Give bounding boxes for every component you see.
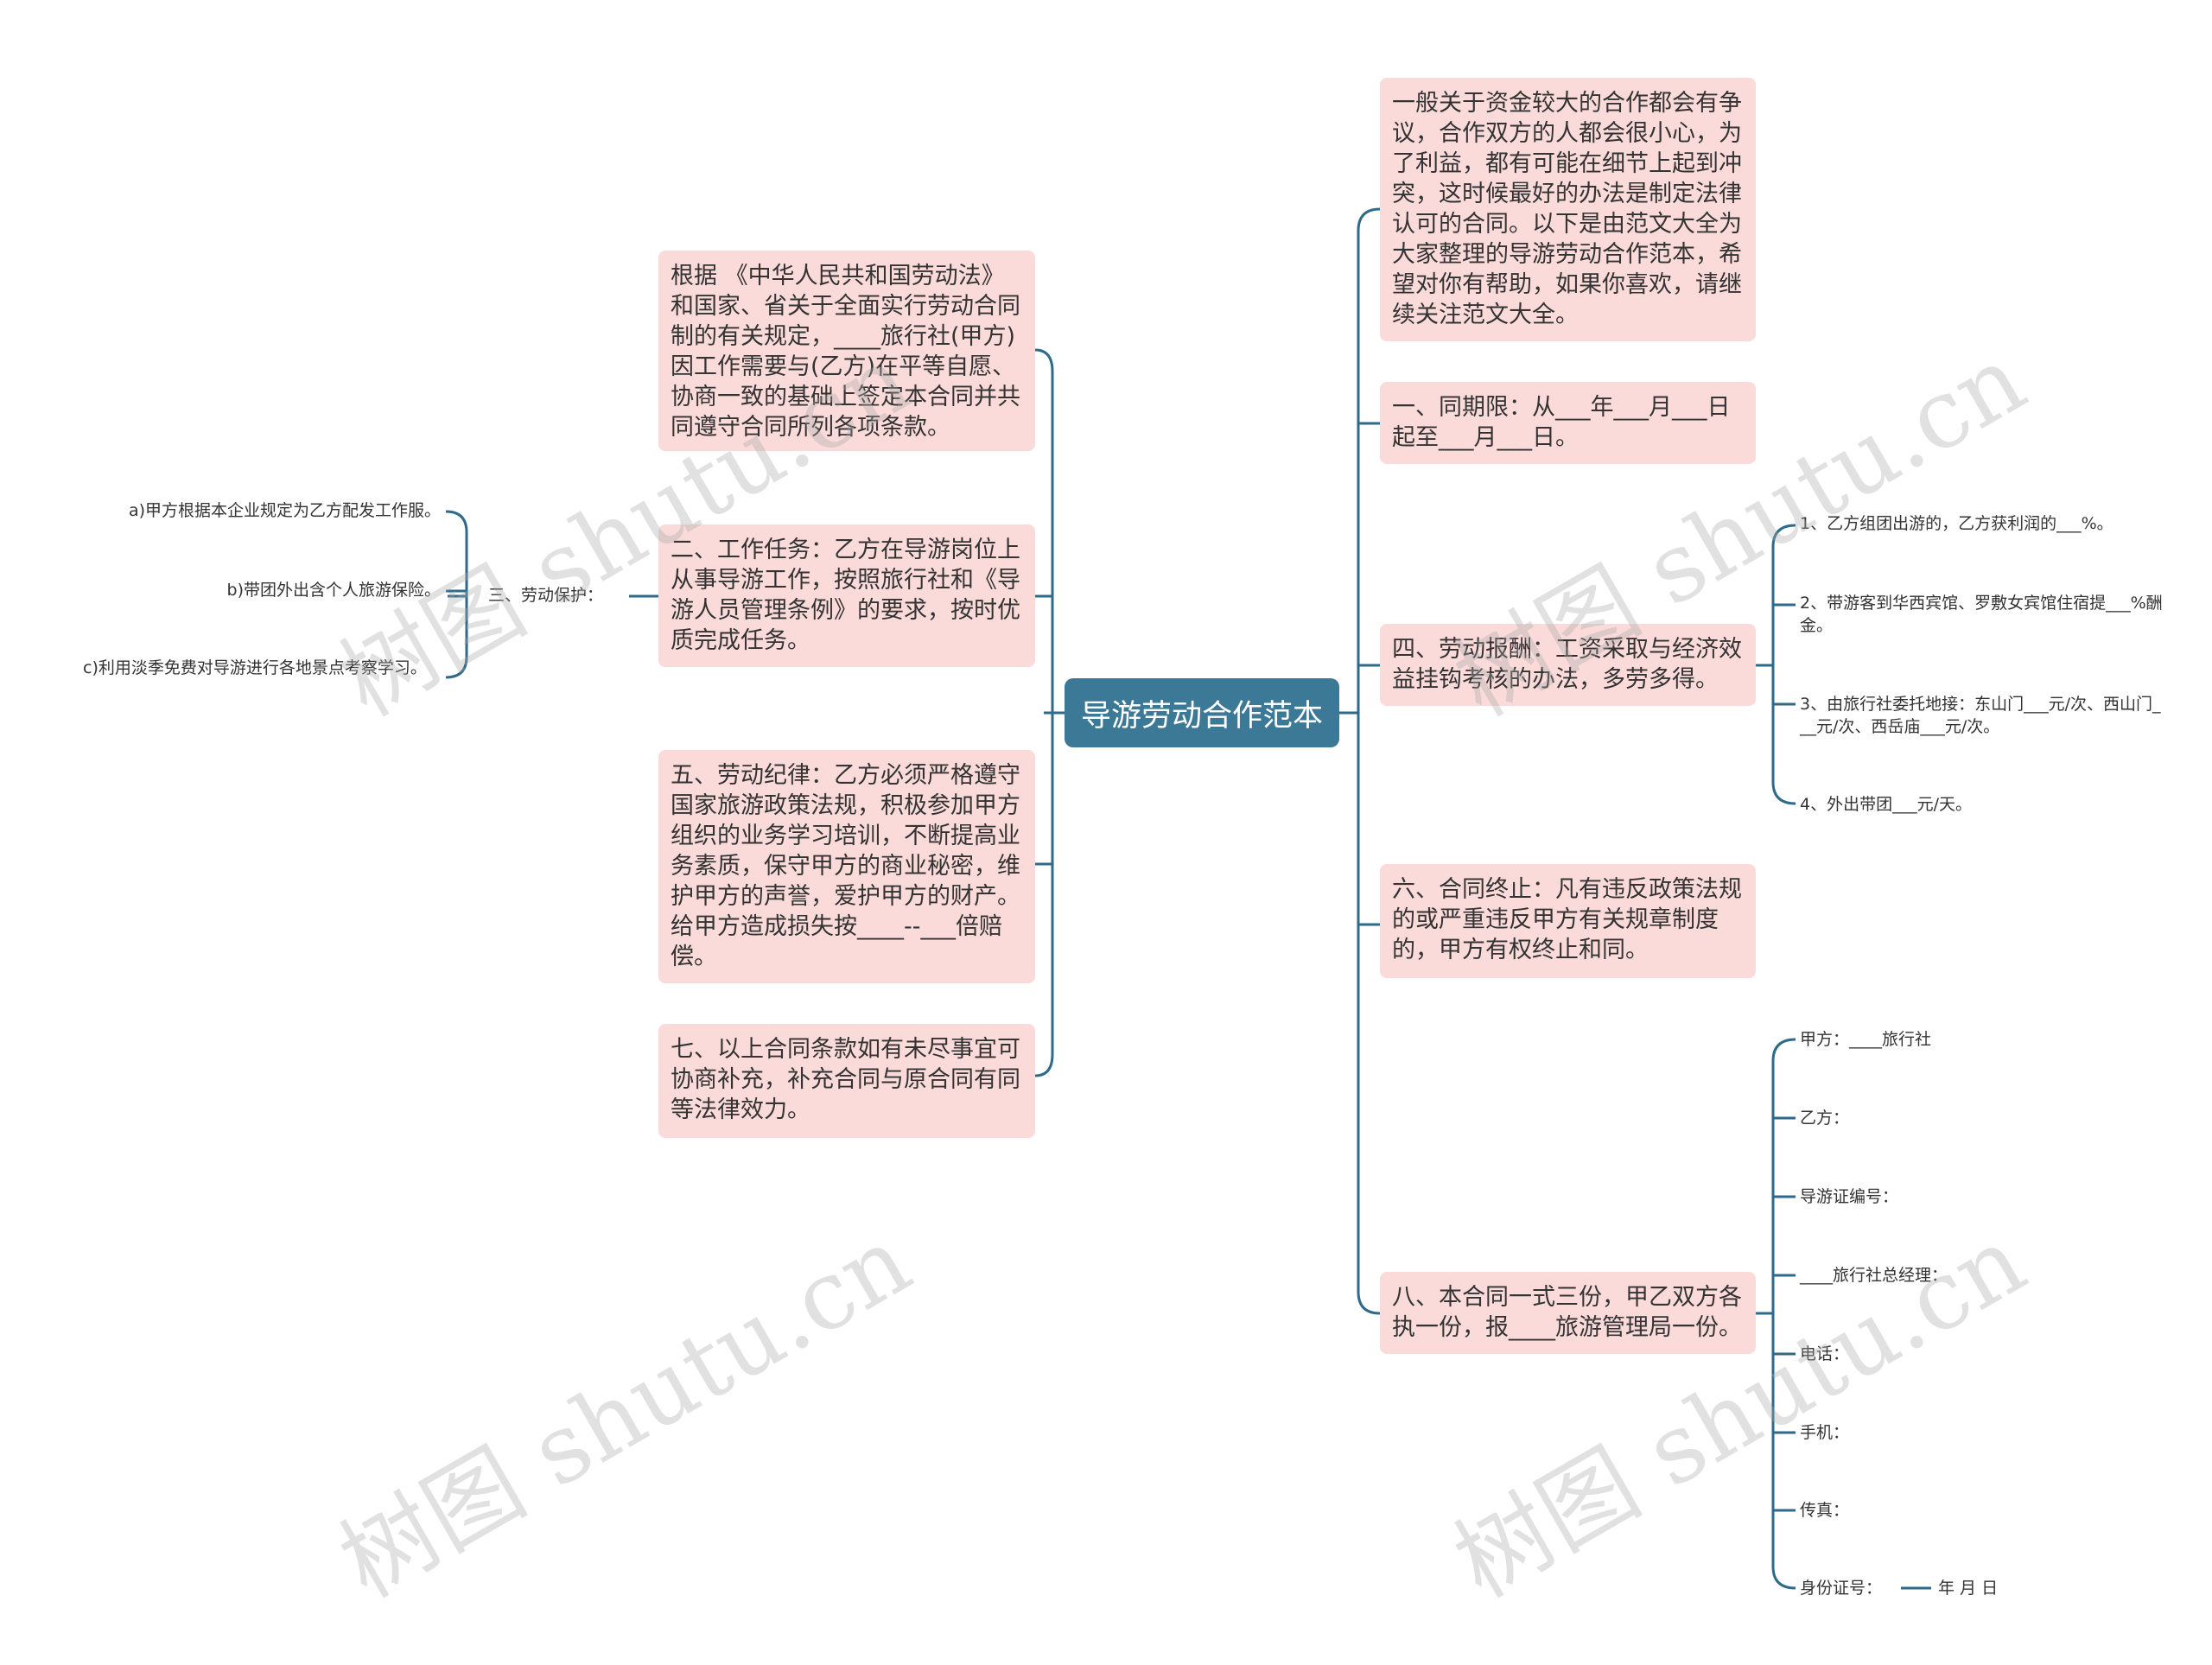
- sign-item-manager[interactable]: ____旅行社总经理：: [1800, 1266, 1948, 1285]
- pay-item-4[interactable]: 4、外出带团___元/天。: [1800, 795, 1972, 814]
- pay-item-2[interactable]: 2、带游客到华西宾馆、罗敷女宾馆住宿提___%酬金。: [1800, 594, 2163, 635]
- sign-item-guide-id[interactable]: 导游证编号：: [1800, 1187, 1899, 1206]
- node-task[interactable]: 二、工作任务：乙方在导游岗位上从事导游工作，按照旅行社和《导游人员管理条例》的要…: [658, 524, 1035, 667]
- node-protection[interactable]: 三、劳动保护：: [488, 586, 604, 605]
- node-supplement[interactable]: 七、以上合同条款如有未尽事宜可协商补充，补充合同与原合同有同等法律效力。: [658, 1024, 1035, 1138]
- pay-item-3[interactable]: 3、由旅行社委托地接：东山门___元/次、西山门___元/次、西岳庙___元/次…: [1800, 695, 2161, 736]
- protection-item-c[interactable]: c)利用淡季免费对导游进行各地景点考察学习。: [83, 658, 427, 677]
- sign-item-party-b[interactable]: 乙方：: [1800, 1109, 1850, 1128]
- node-termination[interactable]: 六、合同终止：凡有违反政策法规的或严重违反甲方有关规章制度的，甲方有权终止和同。: [1380, 864, 1756, 978]
- node-intro[interactable]: 一般关于资金较大的合作都会有争议，合作双方的人都会很小心，为了利益，都有可能在细…: [1380, 78, 1756, 341]
- node-task-text: 二、工作任务：乙方在导游岗位上从事导游工作，按照旅行社和《导游人员管理条例》的要…: [671, 537, 1020, 654]
- sign-item-id-number[interactable]: 身份证号：: [1800, 1579, 1883, 1598]
- node-pay[interactable]: 四、劳动报酬：工资采取与经济效益挂钩考核的办法，多劳多得。: [1380, 624, 1756, 706]
- node-basis[interactable]: 根据 《中华人民共和国劳动法》和国家、省关于全面实行劳动合同制的有关规定，___…: [658, 251, 1035, 451]
- sign-item-party-a[interactable]: 甲方：____旅行社: [1800, 1030, 1932, 1049]
- protection-item-b[interactable]: b)带团外出含个人旅游保险。: [226, 581, 441, 600]
- node-basis-text: 根据 《中华人民共和国劳动法》和国家、省关于全面实行劳动合同制的有关规定，___…: [671, 263, 1020, 441]
- node-pay-text: 四、劳动报酬：工资采取与经济效益挂钩考核的办法，多劳多得。: [1392, 636, 1742, 693]
- sign-item-fax[interactable]: 传真：: [1800, 1501, 1850, 1520]
- node-discipline[interactable]: 五、劳动纪律：乙方必须严格遵守国家旅游政策法规，积极参加甲方组织的业务学习培训，…: [658, 750, 1035, 983]
- sign-item-phone[interactable]: 电话：: [1800, 1344, 1850, 1363]
- node-supplement-text: 七、以上合同条款如有未尽事宜可协商补充，补充合同与原合同有同等法律效力。: [671, 1036, 1020, 1123]
- root-label: 导游劳动合作范本: [1080, 698, 1323, 734]
- node-intro-text: 一般关于资金较大的合作都会有争议，合作双方的人都会很小心，为了利益，都有可能在细…: [1392, 90, 1742, 328]
- date-line[interactable]: 年 月 日: [1938, 1579, 1999, 1598]
- node-discipline-text: 五、劳动纪律：乙方必须严格遵守国家旅游政策法规，积极参加甲方组织的业务学习培训，…: [671, 762, 1020, 970]
- node-term-text: 一、同期限：从___年___月___日起至___月___日。: [1392, 394, 1731, 451]
- node-copies[interactable]: 八、本合同一式三份，甲乙双方各执一份，报____旅游管理局一份。: [1380, 1272, 1756, 1354]
- pay-item-1[interactable]: 1、乙方组团出游的，乙方获利润的___%。: [1800, 514, 2113, 533]
- sign-item-mobile[interactable]: 手机：: [1800, 1423, 1850, 1442]
- node-term[interactable]: 一、同期限：从___年___月___日起至___月___日。: [1380, 382, 1756, 464]
- root-topic[interactable]: 导游劳动合作范本: [1065, 678, 1339, 747]
- node-termination-text: 六、合同终止：凡有违反政策法规的或严重违反甲方有关规章制度的，甲方有权终止和同。: [1392, 876, 1742, 963]
- node-copies-text: 八、本合同一式三份，甲乙双方各执一份，报____旅游管理局一份。: [1392, 1284, 1742, 1341]
- protection-item-a[interactable]: a)甲方根据本企业规定为乙方配发工作服。: [128, 501, 441, 520]
